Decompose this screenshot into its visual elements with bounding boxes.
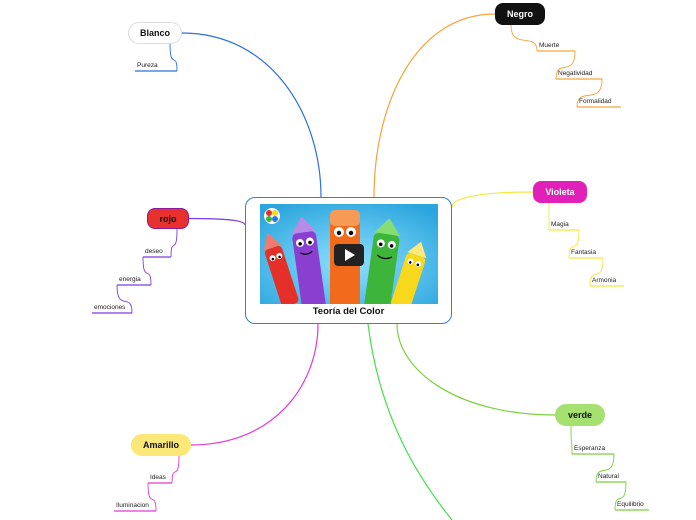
subtopic-negro-0[interactable]: Muerte xyxy=(539,42,560,49)
video-thumbnail[interactable] xyxy=(260,204,438,304)
central-topic[interactable]: Teoría del Color xyxy=(245,197,452,324)
connector-verde xyxy=(396,323,556,416)
topic-blanco[interactable]: Blanco xyxy=(128,22,182,44)
subtopic-amarillo-0[interactable]: Ideas xyxy=(150,474,166,481)
leaf-connector-blanco-0 xyxy=(169,43,178,72)
leaf-connector-negro-1 xyxy=(555,50,576,80)
leaf-connector-negro-2 xyxy=(576,78,603,108)
subtopic-violeta-1[interactable]: Fantasia xyxy=(571,249,596,256)
connector-blanco xyxy=(181,32,322,198)
leaf-connector-violeta-2 xyxy=(589,257,604,287)
topic-violeta[interactable]: Violeta xyxy=(533,181,587,203)
subtopic-rojo-1[interactable]: energia xyxy=(119,276,141,283)
leaf-connector-amarillo-0 xyxy=(171,455,180,484)
connector-offscreen xyxy=(367,323,453,520)
subtopic-violeta-2[interactable]: Armonia xyxy=(592,277,617,284)
leaf-connector-rojo-1 xyxy=(142,256,152,286)
subtopic-rojo-0[interactable]: deseo xyxy=(145,248,163,255)
topic-rojo[interactable]: rojo xyxy=(147,208,189,229)
subtopic-blanco-0[interactable]: Pureza xyxy=(137,62,158,69)
play-icon xyxy=(345,249,355,261)
connector-lines xyxy=(92,13,649,520)
subtopic-violeta-0[interactable]: Magia xyxy=(551,221,569,228)
subtopic-verde-1[interactable]: Natural xyxy=(598,473,619,480)
subtopic-negro-1[interactable]: Negatividad xyxy=(558,70,593,77)
central-topic-title: Teoría del Color xyxy=(312,306,385,317)
connector-amarillo xyxy=(190,323,319,446)
logo-icon xyxy=(264,208,280,224)
leaf-connector-verde-1 xyxy=(595,453,615,483)
subtopic-verde-0[interactable]: Esperanza xyxy=(574,445,606,452)
subtopic-amarillo-1[interactable]: Iluminacion xyxy=(116,502,149,509)
leaf-connector-rojo-2 xyxy=(116,284,133,314)
subtopic-negro-2[interactable]: Formalidad xyxy=(579,98,612,105)
connector-negro xyxy=(373,13,496,198)
subtopic-rojo-2[interactable]: emociones xyxy=(94,304,126,311)
play-button[interactable] xyxy=(334,244,364,266)
leaf-connector-verde-0 xyxy=(570,425,573,455)
connector-rojo xyxy=(188,217,246,226)
connector-violeta xyxy=(451,191,534,208)
crayon-characters-image xyxy=(260,204,438,304)
topic-negro[interactable]: Negro xyxy=(495,3,545,25)
leaf-connector-violeta-1 xyxy=(568,229,580,259)
leaf-connector-amarillo-1 xyxy=(147,482,157,512)
leaf-connector-rojo-0 xyxy=(170,228,178,258)
topic-amarillo[interactable]: Amarillo xyxy=(131,434,191,456)
leaf-connector-negro-0 xyxy=(510,24,538,52)
topic-verde[interactable]: verde xyxy=(555,404,605,426)
leaf-connector-verde-2 xyxy=(614,481,627,511)
subtopic-verde-2[interactable]: Equilibrio xyxy=(617,501,644,508)
